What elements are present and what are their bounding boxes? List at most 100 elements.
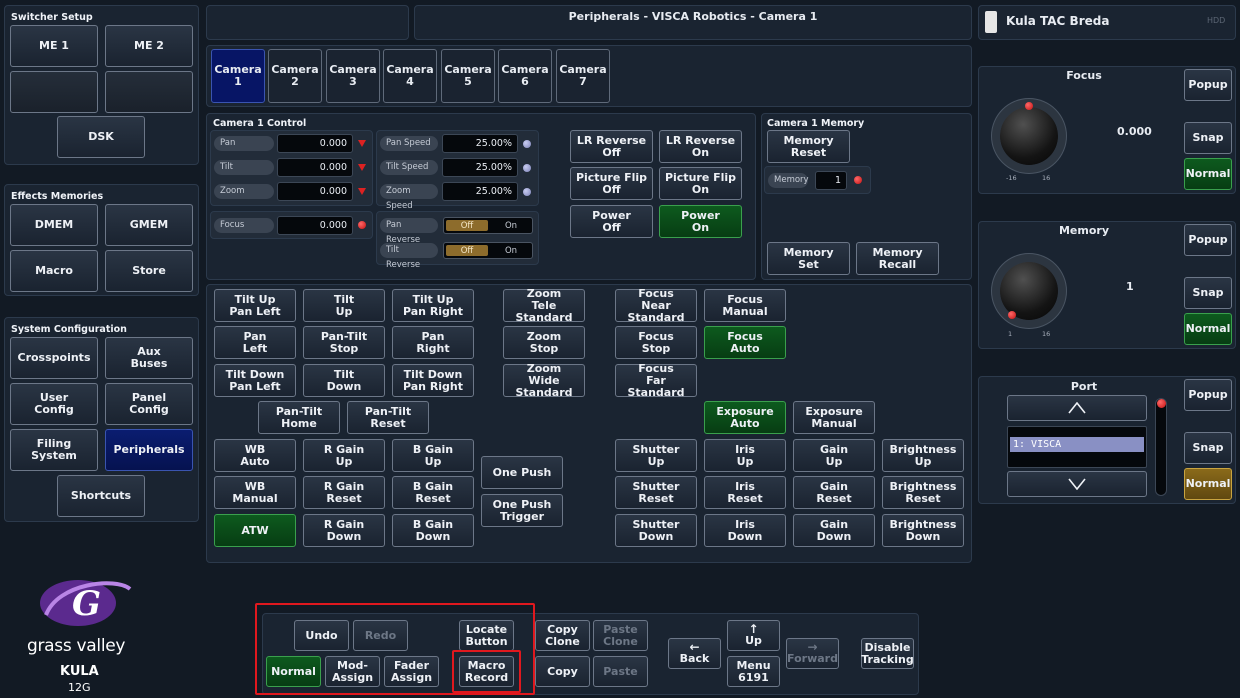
tilt-up-pan-right-button[interactable]: Tilt Up Pan Right <box>392 289 474 322</box>
port-normal-button[interactable]: Normal <box>1184 468 1232 500</box>
tilt-down-button[interactable]: Tilt Down <box>303 364 385 397</box>
pan-right-button[interactable]: Pan Right <box>392 326 474 359</box>
tab-camera-1[interactable]: Camera 1 <box>211 49 265 103</box>
tab-camera-7[interactable]: Camera 7 <box>556 49 610 103</box>
me2-button[interactable]: ME 2 <box>105 25 193 67</box>
aux-buses-button[interactable]: Aux Buses <box>105 337 193 379</box>
tab-camera-5[interactable]: Camera 5 <box>441 49 495 103</box>
port-popup-button[interactable]: Popup <box>1184 379 1232 411</box>
user-config-button[interactable]: User Config <box>10 383 98 425</box>
r-gain-down-button[interactable]: R Gain Down <box>303 514 385 547</box>
brightness-up-button[interactable]: Brightness Up <box>882 439 964 472</box>
tilt-reverse-toggle[interactable]: Off On <box>443 242 533 259</box>
iris-down-button[interactable]: Iris Down <box>704 514 786 547</box>
wb-auto-button[interactable]: WB Auto <box>214 439 296 472</box>
zoom-speed-field[interactable]: 25.00% <box>442 182 518 201</box>
undo-button[interactable]: Undo <box>294 620 349 651</box>
pan-tilt-stop-button[interactable]: Pan-Tilt Stop <box>303 326 385 359</box>
tab-camera-4[interactable]: Camera 4 <box>383 49 437 103</box>
tilt-value-field[interactable]: 0.000 <box>277 158 353 177</box>
port-scrollbar-thumb-icon[interactable] <box>1157 399 1166 408</box>
picture-flip-on-button[interactable]: Picture Flip On <box>659 167 742 200</box>
tab-camera-6[interactable]: Camera 6 <box>498 49 552 103</box>
memory-value-field[interactable]: 1 <box>815 171 847 190</box>
up-button[interactable]: ↑ Up <box>727 620 780 651</box>
tilt-up-pan-left-button[interactable]: Tilt Up Pan Left <box>214 289 296 322</box>
empty-slot-button[interactable] <box>105 71 193 113</box>
port-snap-button[interactable]: Snap <box>1184 432 1232 464</box>
shutter-reset-button[interactable]: Shutter Reset <box>615 476 697 509</box>
pan-reverse-off-option[interactable]: Off <box>446 220 488 231</box>
zoom-dropdown-icon[interactable] <box>358 188 366 195</box>
memory-normal-button[interactable]: Normal <box>1184 313 1232 345</box>
me1-button[interactable]: ME 1 <box>10 25 98 67</box>
crosspoints-button[interactable]: Crosspoints <box>10 337 98 379</box>
disable-tracking-button[interactable]: Disable Tracking <box>861 638 914 669</box>
power-on-button[interactable]: Power On <box>659 205 742 238</box>
dmem-button[interactable]: DMEM <box>10 204 98 246</box>
empty-slot-button[interactable] <box>10 71 98 113</box>
focus-auto-button[interactable]: Focus Auto <box>704 326 786 359</box>
port-scroll-up-button[interactable] <box>1007 395 1147 421</box>
shortcuts-button[interactable]: Shortcuts <box>57 475 145 517</box>
copy-button[interactable]: Copy <box>535 656 590 687</box>
tilt-reverse-off-option[interactable]: Off <box>446 245 488 256</box>
focus-far-button[interactable]: Focus Far Standard <box>615 362 697 398</box>
gain-up-button[interactable]: Gain Up <box>793 439 875 472</box>
paste-clone-button[interactable]: Paste Clone <box>593 620 648 651</box>
paste-button[interactable]: Paste <box>593 656 648 687</box>
power-off-button[interactable]: Power Off <box>570 205 653 238</box>
atw-button[interactable]: ATW <box>214 514 296 547</box>
mod-assign-button[interactable]: Mod- Assign <box>325 656 380 687</box>
shutter-up-button[interactable]: Shutter Up <box>615 439 697 472</box>
tab-camera-3[interactable]: Camera 3 <box>326 49 380 103</box>
focus-value-field[interactable]: 0.000 <box>277 216 353 235</box>
copy-clone-button[interactable]: Copy Clone <box>535 620 590 651</box>
shutter-down-button[interactable]: Shutter Down <box>615 514 697 547</box>
gmem-button[interactable]: GMEM <box>105 204 193 246</box>
pan-left-button[interactable]: Pan Left <box>214 326 296 359</box>
redo-button[interactable]: Redo <box>353 620 408 651</box>
filing-system-button[interactable]: Filing System <box>10 429 98 471</box>
port-scrollbar[interactable] <box>1155 398 1167 496</box>
focus-snap-button[interactable]: Snap <box>1184 122 1232 154</box>
normal-button[interactable]: Normal <box>266 656 321 687</box>
pan-tilt-home-button[interactable]: Pan-Tilt Home <box>258 401 340 434</box>
menu-button[interactable]: Menu 6191 <box>727 656 780 687</box>
one-push-trigger-button[interactable]: One Push Trigger <box>481 494 563 527</box>
peripherals-button[interactable]: Peripherals <box>105 429 193 471</box>
gain-reset-button[interactable]: Gain Reset <box>793 476 875 509</box>
forward-button[interactable]: → Forward <box>786 638 839 669</box>
b-gain-up-button[interactable]: B Gain Up <box>392 439 474 472</box>
zoom-value-field[interactable]: 0.000 <box>277 182 353 201</box>
lr-reverse-on-button[interactable]: LR Reverse On <box>659 130 742 163</box>
pan-value-field[interactable]: 0.000 <box>277 134 353 153</box>
memory-popup-button[interactable]: Popup <box>1184 224 1232 256</box>
tilt-down-pan-right-button[interactable]: Tilt Down Pan Right <box>392 364 474 397</box>
tilt-down-pan-left-button[interactable]: Tilt Down Pan Left <box>214 364 296 397</box>
pan-reverse-toggle[interactable]: Off On <box>443 217 533 234</box>
pan-speed-field[interactable]: 25.00% <box>442 134 518 153</box>
memory-snap-button[interactable]: Snap <box>1184 277 1232 309</box>
b-gain-reset-button[interactable]: B Gain Reset <box>392 476 474 509</box>
iris-up-button[interactable]: Iris Up <box>704 439 786 472</box>
r-gain-up-button[interactable]: R Gain Up <box>303 439 385 472</box>
port-scroll-down-button[interactable] <box>1007 471 1147 497</box>
lr-reverse-off-button[interactable]: LR Reverse Off <box>570 130 653 163</box>
focus-manual-button[interactable]: Focus Manual <box>704 289 786 322</box>
back-button[interactable]: ← Back <box>668 638 721 669</box>
port-list-item[interactable]: 1: VISCA <box>1010 437 1144 452</box>
b-gain-down-button[interactable]: B Gain Down <box>392 514 474 547</box>
pan-dropdown-icon[interactable] <box>358 140 366 147</box>
pan-reverse-on-option[interactable]: On <box>504 220 518 231</box>
store-button[interactable]: Store <box>105 250 193 292</box>
exposure-manual-button[interactable]: Exposure Manual <box>793 401 875 434</box>
wb-manual-button[interactable]: WB Manual <box>214 476 296 509</box>
focus-normal-button[interactable]: Normal <box>1184 158 1232 190</box>
one-push-button[interactable]: One Push <box>481 456 563 489</box>
picture-flip-off-button[interactable]: Picture Flip Off <box>570 167 653 200</box>
focus-popup-button[interactable]: Popup <box>1184 69 1232 101</box>
focus-near-button[interactable]: Focus Near Standard <box>615 287 697 323</box>
brightness-down-button[interactable]: Brightness Down <box>882 514 964 547</box>
zoom-tele-button[interactable]: Zoom Tele Standard <box>503 287 585 323</box>
